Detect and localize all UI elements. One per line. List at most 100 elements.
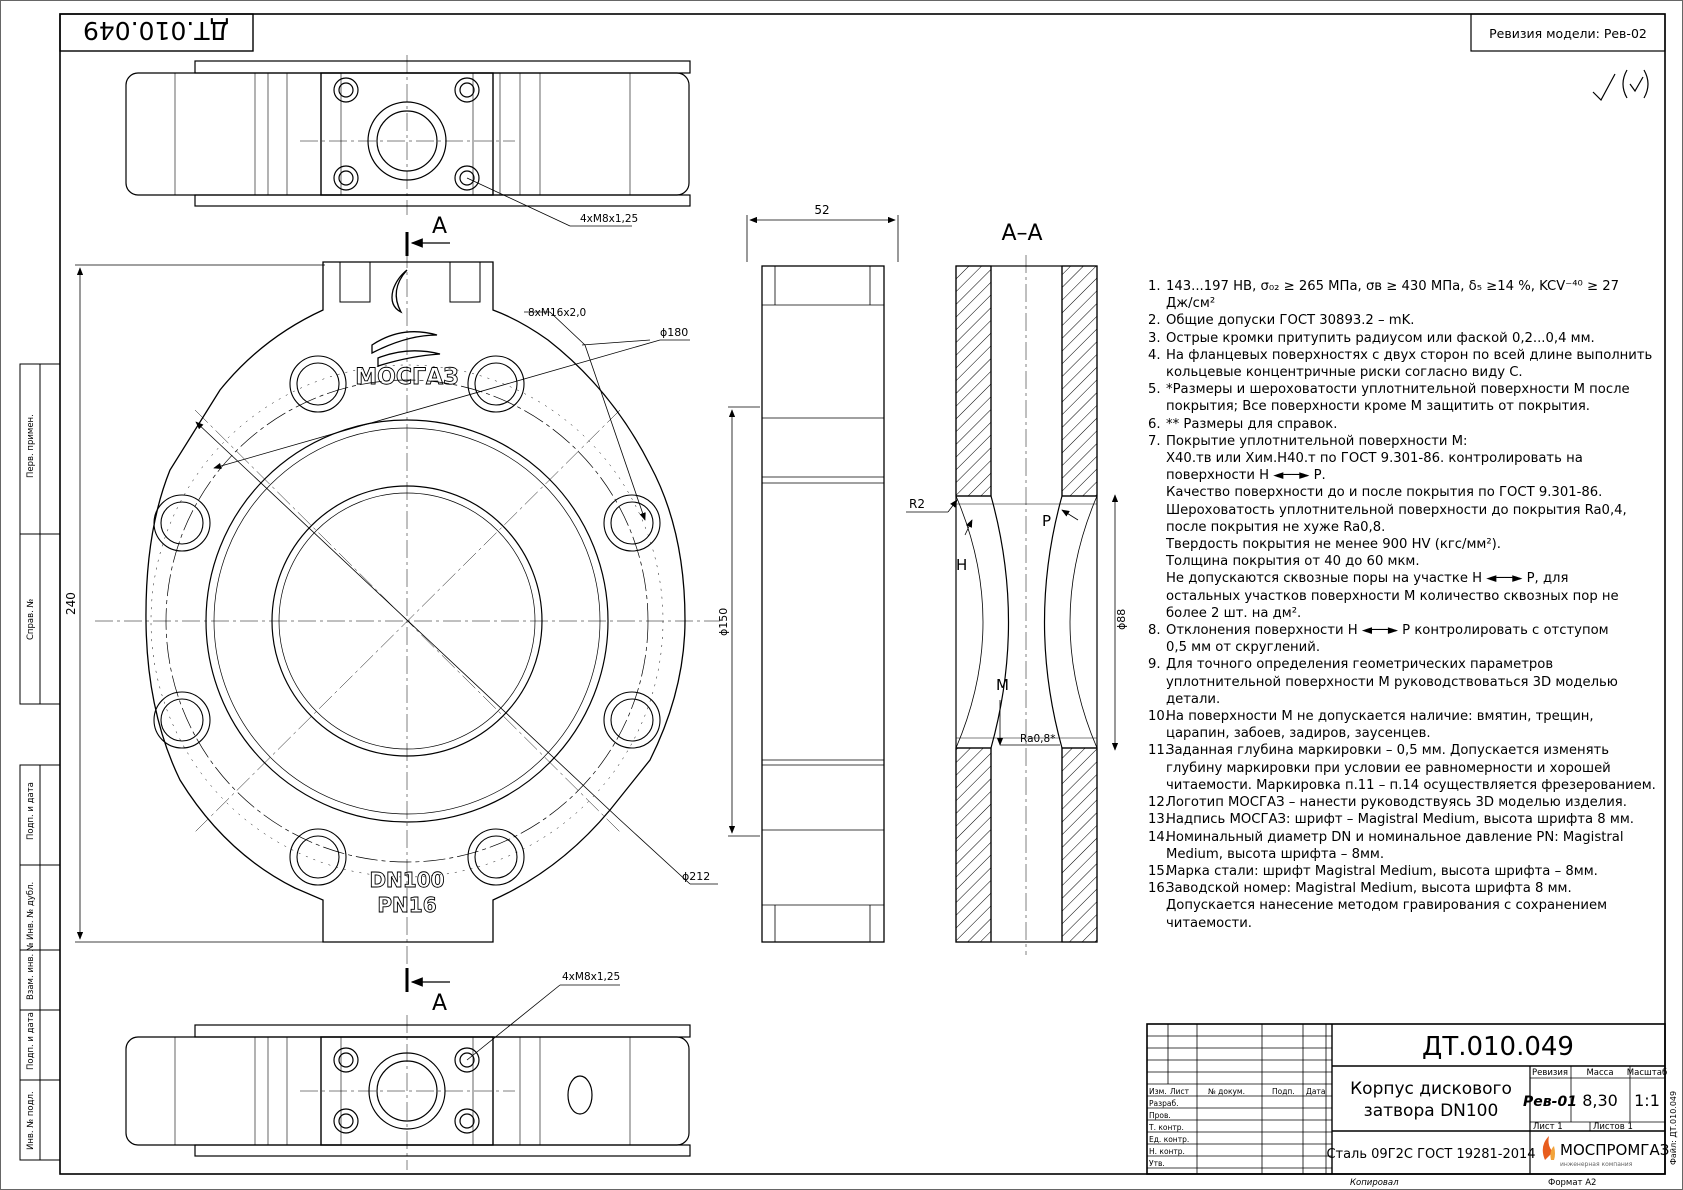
note-line: покрытия; Все поверхности кроме М защити… — [1148, 398, 1668, 415]
tb-material: Сталь 09Г2С ГОСТ 19281-2014 — [1326, 1147, 1535, 1162]
side-view — [761, 265, 885, 943]
note-number: 7. — [1148, 433, 1161, 449]
mark-h: Н — [956, 556, 967, 574]
dim-hole-bottom: 4хМ8х1,25 — [562, 971, 620, 983]
note-text: Номинальный диаметр DN и номинальное дав… — [1166, 829, 1624, 845]
note-number: 16. — [1148, 881, 1169, 897]
note-number: 9. — [1148, 657, 1161, 673]
note-line: 8. Отклонения поверхности Н ◄──► Р контро… — [1148, 622, 1668, 639]
section-letter-top: А — [432, 214, 447, 239]
pn-text: PN16 — [377, 893, 436, 917]
note-number: 4. — [1148, 347, 1161, 363]
section-title: А–А — [1001, 221, 1042, 246]
note-line: Толщина покрытия от 40 до 60 мкм. — [1148, 553, 1668, 570]
note-number: 6. — [1148, 416, 1161, 432]
tb-sheets: Листов 1 — [1593, 1122, 1633, 1132]
note-number: 15. — [1148, 863, 1169, 879]
note-line: 16.Заводской номер: Magistral Medium, вы… — [1148, 880, 1668, 897]
note-text: уплотнительной поверхности М руководство… — [1166, 674, 1618, 690]
note-line: 0,5 мм от скруглений. — [1148, 639, 1668, 656]
tb-hdr-izm: Изм. — [1149, 1087, 1167, 1096]
note-text: Марка стали: шрифт Magistral Medium, выс… — [1166, 863, 1598, 879]
note-item: 11.Заданная глубина маркировки – 0,5 мм.… — [1148, 742, 1668, 794]
note-text: Для точного определения геометрических п… — [1166, 657, 1554, 673]
note-line: 7.Покрытие уплотнительной поверхности М: — [1148, 433, 1668, 450]
note-text: Логотип МОСГАЗ – нанести руководствуясь … — [1166, 795, 1627, 811]
note-text: Заводской номер: Magistral Medium, высот… — [1166, 881, 1572, 897]
note-text: ** Размеры для справок. — [1166, 416, 1338, 432]
title-block — [1146, 1023, 1666, 1175]
tb-role-edkontr: Ед. контр. — [1149, 1135, 1189, 1144]
dim-r2: R2 — [909, 497, 925, 511]
tb-col-revision: Ревизия — [1532, 1068, 1568, 1078]
note-item: 6. ** Размеры для справок. — [1148, 416, 1668, 433]
tb-col-mass: Масса — [1586, 1068, 1613, 1078]
note-item: 7.Покрытие уплотнительной поверхности М:… — [1148, 433, 1668, 622]
note-number: 8. — [1148, 623, 1161, 639]
tb-col-scale: Масштаб — [1627, 1068, 1667, 1078]
stamp-perv: Перв. примен. — [26, 414, 36, 478]
note-number: 13. — [1148, 812, 1169, 828]
mark-m: М — [996, 676, 1009, 694]
note-text: поверхности Н ◄──► Р. — [1166, 468, 1326, 484]
note-text: На фланцевых поверхностях с двух сторон … — [1166, 347, 1653, 363]
tb-role-prov: Пров. — [1149, 1111, 1171, 1120]
note-text: покрытия; Все поверхности кроме М защити… — [1166, 399, 1590, 415]
roughness-symbol — [1592, 69, 1649, 101]
tb-scale: 1:1 — [1634, 1091, 1660, 1110]
section-a-a — [906, 255, 1119, 955]
dim-d150: ϕ150 — [717, 608, 730, 636]
stamp-sprav: Справ. № — [26, 598, 36, 640]
note-text: Заданная глубина маркировки – 0,5 мм. До… — [1166, 743, 1609, 759]
technical-notes: 1.143...197 НВ, σ₀₂ ≥ 265 МПа, σв ≥ 430 … — [1148, 278, 1668, 932]
note-text: читаемости. Маркировка п.11 – п.14 осуще… — [1166, 777, 1656, 793]
note-number: 5. — [1148, 382, 1161, 398]
tb-sheet: Лист 1 — [1533, 1122, 1563, 1132]
note-line: 6. ** Размеры для справок. — [1148, 416, 1668, 433]
note-text: 143...197 НВ, σ₀₂ ≥ 265 МПа, σв ≥ 430 МП… — [1166, 279, 1620, 294]
note-line: 5. *Размеры и шероховатости уплотнительно… — [1148, 381, 1668, 398]
tb-hdr-doc: № докум. — [1208, 1087, 1245, 1096]
note-text: Надпись МОСГАЗ: шрифт – Magistral Medium… — [1166, 812, 1634, 828]
note-text: Medium, высота шрифта – 8мм. — [1166, 846, 1385, 862]
note-number: 2. — [1148, 313, 1161, 329]
note-line: 14.Номинальный диаметр DN и номинальное … — [1148, 829, 1668, 846]
note-line: Дж/см² — [1148, 295, 1668, 312]
note-line: 2.Общие допуски ГОСТ 30893.2 – mK. — [1148, 312, 1668, 329]
note-text: Качество поверхности до и после покрытия… — [1166, 485, 1603, 501]
note-text: На поверхности М не допускается наличие:… — [1166, 709, 1594, 725]
note-text: глубину маркировки при условии ее равном… — [1166, 760, 1611, 776]
note-text: Отклонения поверхности Н ◄──► Р контроли… — [1166, 623, 1609, 639]
note-item: 10.На поверхности М не допускается налич… — [1148, 708, 1668, 742]
tb-hdr-list: Лист — [1170, 1087, 1190, 1096]
stamp-vzam: Взам. инв. № — [26, 942, 36, 1000]
dim-holes-flange: 8хМ16х2,0 — [528, 307, 586, 319]
note-line: поверхности Н ◄──► Р. — [1148, 467, 1668, 484]
note-line: 1.143...197 НВ, σ₀₂ ≥ 265 МПа, σв ≥ 430 … — [1148, 278, 1668, 295]
note-text: царапин, забоев, задиров, заусенцев. — [1166, 726, 1431, 742]
note-line: Допускается нанесение методом гравирован… — [1148, 897, 1668, 914]
note-line: после покрытия не хуже Ra0,8. — [1148, 519, 1668, 536]
note-line: 15.Марка стали: шрифт Magistral Medium, … — [1148, 863, 1668, 880]
note-line: 12.Логотип МОСГАЗ – нанести руководствуя… — [1148, 794, 1668, 811]
top-view — [125, 55, 691, 227]
stamp-dubl: Инв. № дубл. — [26, 882, 36, 940]
tb-role-razrab: Разраб. — [1149, 1099, 1178, 1108]
footer-copied: Копировал — [1350, 1178, 1399, 1188]
note-text: Острые кромки притупить радиусом или фас… — [1166, 330, 1595, 346]
note-line: 4. На фланцевых поверхностях с двух сторо… — [1148, 347, 1668, 364]
note-item: 8. Отклонения поверхности Н ◄──► Р контро… — [1148, 622, 1668, 656]
note-text: 0,5 мм от скруглений. — [1166, 640, 1321, 656]
note-line: детали. — [1148, 691, 1668, 708]
note-text: *Размеры и шероховатости уплотнительной … — [1166, 382, 1630, 398]
note-line: 9. Для точного определения геометрических… — [1148, 656, 1668, 673]
company-name: МОСПРОМГАЗ — [1560, 1141, 1669, 1159]
note-line: Не допускаются сквозные поры на участке … — [1148, 570, 1668, 587]
mosgaz-logo — [371, 269, 441, 367]
tb-mass: 8,30 — [1582, 1091, 1618, 1110]
note-item: 12.Логотип МОСГАЗ – нанести руководствуя… — [1148, 794, 1668, 811]
note-line: кольцевые концентричные риски согласно в… — [1148, 364, 1668, 381]
note-item: 5. *Размеры и шероховатости уплотнительно… — [1148, 381, 1668, 415]
note-line: Шероховатость уплотнительной поверхности… — [1148, 502, 1668, 519]
